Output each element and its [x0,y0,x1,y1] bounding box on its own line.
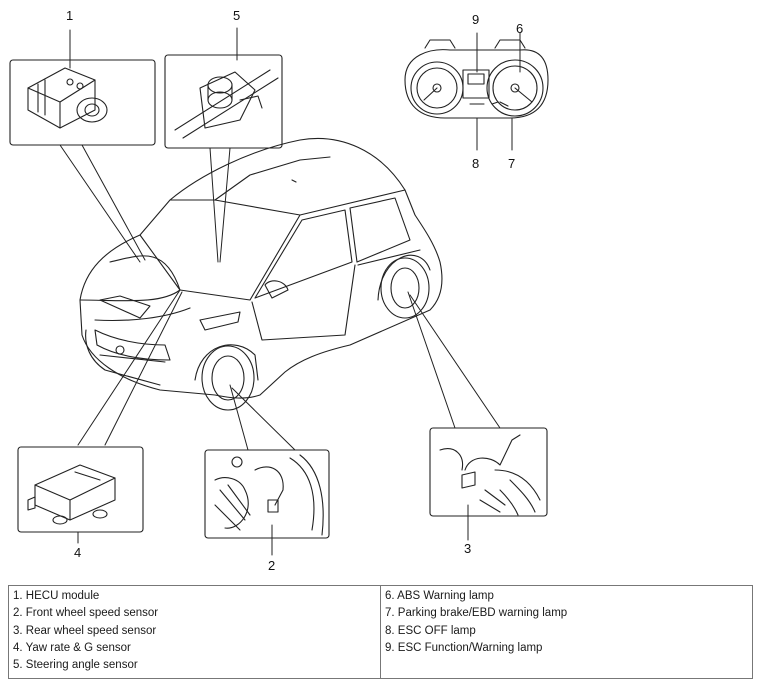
callout-2: 2 [268,558,275,573]
callout-5: 5 [233,8,240,23]
legend-item: 2. Front wheel speed sensor [13,607,159,620]
leader-lines [59,27,521,556]
component-legend: 1. HECU module 2. Front wheel speed sens… [8,585,753,679]
callout-6: 6 [516,21,523,36]
legend-item: 5. Steering angle sensor [13,659,138,672]
callout-8: 8 [472,156,479,171]
legend-item: 3. Rear wheel speed sensor [13,624,157,637]
callout-7: 7 [508,156,515,171]
esc-component-diagram: 1 5 9 6 8 7 4 2 3 [9,8,549,573]
yaw-rate-sensor-inset [17,446,144,533]
legend-item: 4. Yaw rate & G sensor [13,641,131,654]
legend-right-column: 6. ABS Warning lamp 7. Parking brake/EBD… [380,586,752,678]
steering-angle-sensor-inset [164,54,283,149]
callout-4: 4 [74,545,81,560]
callout-9: 9 [472,12,479,27]
legend-item: 9. ESC Function/Warning lamp [385,641,543,654]
legend-item: 6. ABS Warning lamp [385,590,494,602]
legend-item: 1. HECU module [13,590,100,602]
hecu-module-inset [9,59,156,146]
legend-item: 8. ESC OFF lamp [385,624,476,637]
callout-1: 1 [66,8,73,23]
rear-wheel-speed-sensor-inset [429,427,548,517]
legend-item: 7. Parking brake/EBD warning lamp [385,607,568,620]
front-wheel-speed-sensor-inset [204,449,330,539]
legend-left-column: 1. HECU module 2. Front wheel speed sens… [9,586,380,678]
car-illustration [79,137,443,411]
instrument-cluster [404,39,549,119]
callout-3: 3 [464,541,471,556]
